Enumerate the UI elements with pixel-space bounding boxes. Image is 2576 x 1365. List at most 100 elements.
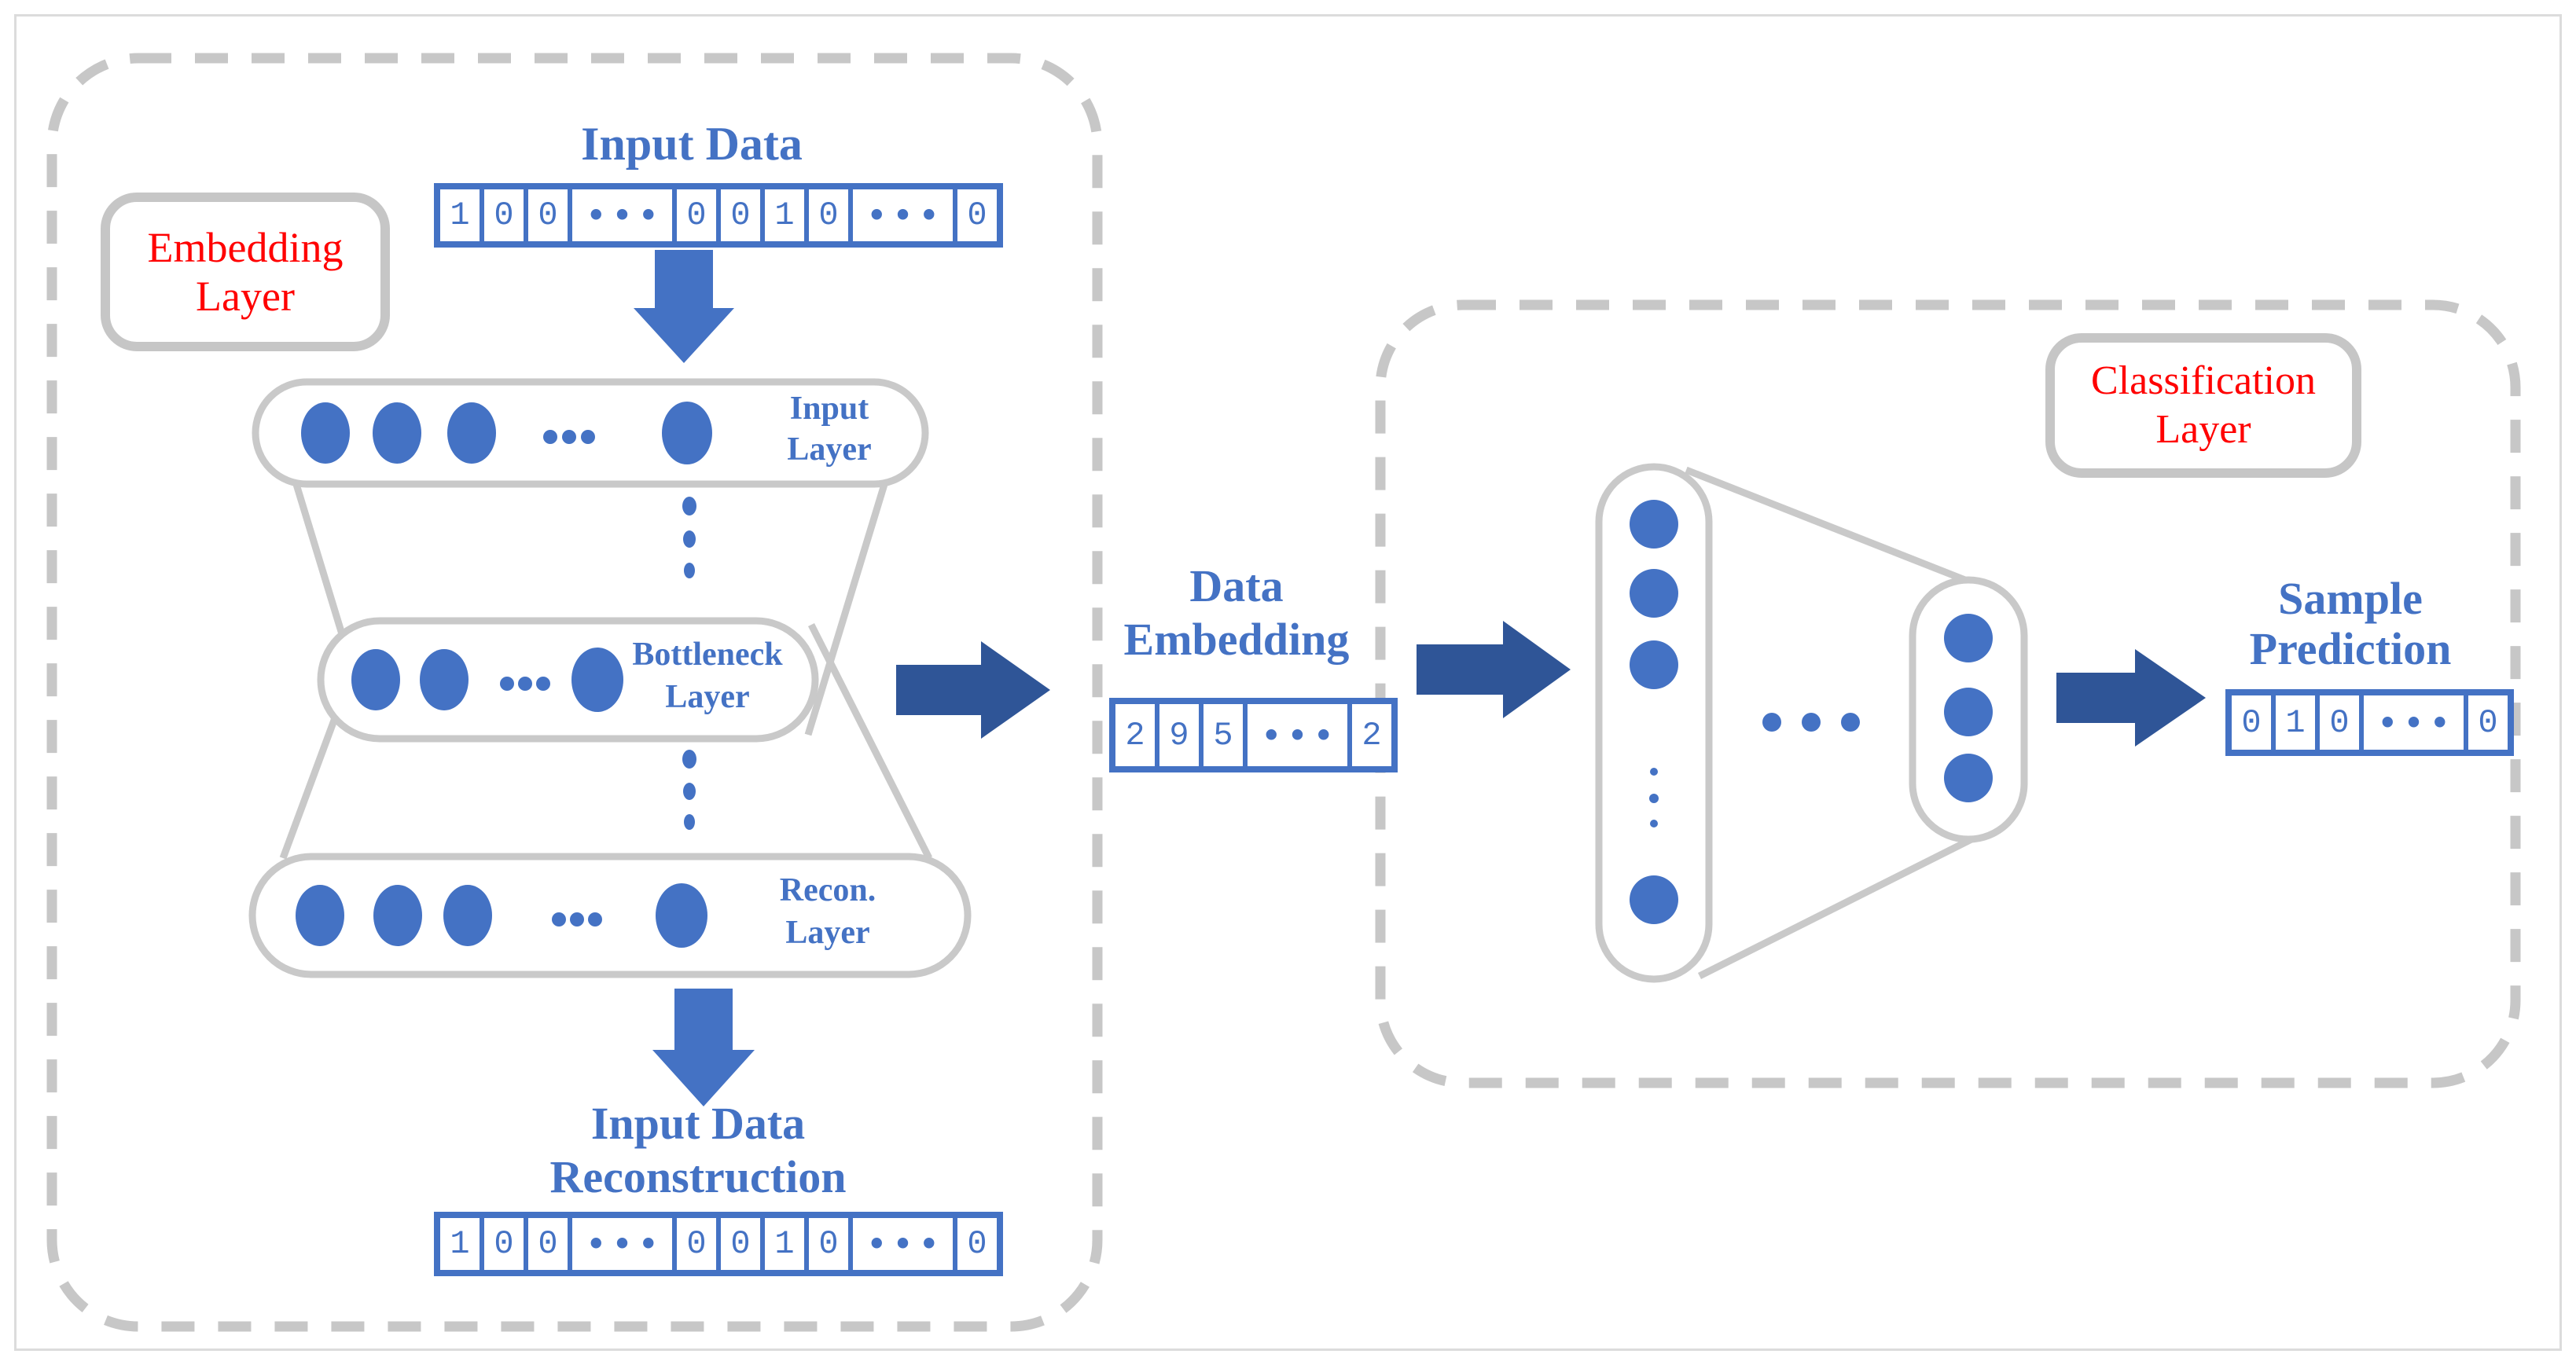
- embedding-layer-label-box: Embedding Layer: [101, 193, 390, 351]
- arrow-right-bottleneck-to-embedding: [896, 641, 1050, 739]
- recon-layer-name: Recon. Layer: [779, 872, 876, 951]
- array-cell: 1: [440, 189, 484, 241]
- ellipsis-dot: [683, 530, 696, 548]
- connector-line: [1697, 835, 1974, 980]
- vertical-ellipsis: [682, 750, 696, 830]
- arrow-down-input-to-autoencoder: [634, 250, 734, 363]
- neuron: [420, 649, 469, 710]
- sample-prediction-title: Sample Prediction: [2249, 573, 2452, 674]
- array-cell: •••: [1248, 704, 1352, 766]
- ellipsis-dot: [683, 783, 696, 800]
- connector-line: [807, 622, 933, 860]
- neuron: [373, 885, 422, 946]
- array-cell: •••: [572, 1218, 677, 1270]
- bottleneck-layer-neurons: [351, 648, 623, 712]
- ellipsis-dot: [1802, 713, 1821, 732]
- arrow-down-recon-to-output: [652, 989, 755, 1106]
- classifier-connector-lines: [1685, 466, 1975, 980]
- ellipsis-dot: [1649, 794, 1659, 803]
- classifier-output-neurons: [1944, 614, 1993, 802]
- ellipsis-dot: [1650, 768, 1658, 776]
- array-cell: 2: [1361, 716, 1382, 754]
- neuron: [351, 649, 400, 710]
- ellipsis-dot: [536, 677, 550, 691]
- input-layer-name: Input Layer: [787, 391, 872, 468]
- classification-layer-label: Classification Layer: [2091, 358, 2316, 452]
- array-cell: •••: [2364, 695, 2468, 750]
- connector-line: [804, 470, 892, 736]
- array-cell: 0: [967, 196, 987, 234]
- classifier-input-pill: [1595, 463, 1713, 983]
- ellipsis-dot: [1650, 820, 1658, 827]
- bottleneck-layer-name: Bottleneck Layer: [632, 637, 783, 715]
- recon-layer-neurons: [296, 883, 707, 948]
- ellipsis-dot: [552, 912, 566, 927]
- neuron: [571, 648, 623, 712]
- array-cell: 1: [2276, 695, 2320, 750]
- neuron: [447, 402, 496, 464]
- input-data-reconstruction-title: Input Data Reconstruction: [549, 1098, 847, 1202]
- neuron: [1944, 688, 1993, 736]
- neuron: [373, 402, 421, 464]
- array-cell: 0: [2478, 703, 2498, 742]
- neuron: [1944, 614, 1993, 662]
- classification-dashed-box: [1375, 299, 2521, 1088]
- array-cell: •••: [853, 1218, 957, 1270]
- array-cell: 0: [2232, 695, 2276, 750]
- embedding-layer-label: Embedding Layer: [147, 224, 344, 320]
- vertical-ellipsis: [682, 497, 696, 578]
- data-embedding-title: Data Embedding: [1123, 560, 1350, 665]
- connector-line: [1685, 466, 1975, 587]
- embedding-dashed-box: [46, 53, 1103, 1332]
- neuron: [656, 883, 707, 948]
- ellipsis-dot: [588, 912, 602, 927]
- array-cell: 0: [528, 189, 572, 241]
- neuron: [1630, 640, 1678, 689]
- ellipsis-dot: [570, 912, 584, 927]
- array-cell: 9: [1159, 704, 1203, 766]
- ellipsis-dot: [562, 430, 576, 444]
- ellipsis-dot: [1762, 713, 1781, 732]
- array-cell: 0: [721, 189, 765, 241]
- classification-layer-label-box: Classification Layer: [2045, 333, 2361, 478]
- classifier-input-neurons: [1630, 500, 1678, 924]
- classifier-hidden-ellipsis: [1762, 713, 1860, 732]
- array-cell: 0: [677, 1218, 721, 1270]
- ellipsis-dot: [543, 430, 557, 444]
- array-cell: 0: [677, 189, 721, 241]
- input-data-title: Input Data: [581, 118, 803, 170]
- array-cell: 0: [484, 1218, 528, 1270]
- ellipsis-dot: [500, 677, 514, 691]
- ellipsis-dot: [1841, 713, 1860, 732]
- array-cell: 0: [967, 1225, 987, 1263]
- array-cell: 5: [1203, 704, 1248, 766]
- neuron: [1630, 569, 1678, 618]
- array-cell: 0: [809, 189, 853, 241]
- array-cell: 2: [1115, 704, 1159, 766]
- array-cell: 1: [440, 1218, 484, 1270]
- array-cell: 0: [809, 1218, 853, 1270]
- array-cell: •••: [572, 189, 677, 241]
- neuron: [296, 885, 344, 946]
- ellipsis-dot: [518, 677, 532, 691]
- array-cell: 0: [2320, 695, 2364, 750]
- array-cell: 0: [721, 1218, 765, 1270]
- ellipsis-dot: [682, 750, 696, 769]
- array-cell: •••: [853, 189, 957, 241]
- array-cell: 0: [484, 189, 528, 241]
- ellipsis-dot: [684, 563, 695, 578]
- neuron: [443, 885, 492, 946]
- ellipsis-dot: [684, 814, 695, 830]
- neuron: [301, 402, 350, 464]
- neuron: [662, 402, 712, 464]
- arrow-right-embedding-to-classifier: [1417, 621, 1571, 718]
- canvas-border: [14, 14, 2562, 1351]
- array-cell: 1: [765, 1218, 809, 1270]
- neuron: [1630, 875, 1678, 924]
